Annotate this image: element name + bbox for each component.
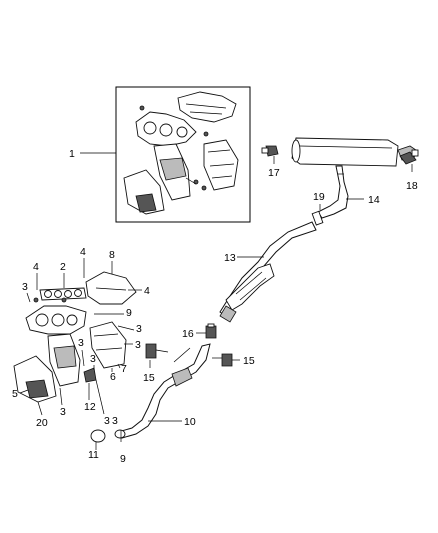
clamp-11 — [90, 429, 106, 443]
hanger-16 — [205, 323, 217, 339]
hanger-17 — [261, 145, 279, 157]
front-pipe-10 — [114, 343, 211, 439]
label-15-right: 15 — [243, 355, 255, 367]
label-10: 10 — [184, 416, 196, 428]
label-3-f: 3 — [104, 415, 110, 427]
label-9-top: 9 — [126, 307, 132, 319]
label-17: 17 — [268, 167, 280, 179]
hanger-18 — [399, 149, 419, 165]
label-3-c: 3 — [135, 339, 141, 351]
label-14: 14 — [368, 194, 380, 206]
label-4-left: 4 — [33, 261, 39, 273]
label-12: 12 — [84, 401, 96, 413]
pipe-14 — [317, 165, 349, 219]
label-4-top: 4 — [80, 246, 86, 258]
label-3-e: 3 — [90, 353, 96, 365]
label-15-left: 15 — [143, 372, 155, 384]
hanger-15-right — [212, 353, 233, 367]
label-13: 13 — [224, 252, 236, 264]
label-16: 16 — [182, 328, 194, 340]
label-3-d: 3 — [78, 337, 84, 349]
clamp-19 — [311, 210, 324, 226]
label-3-a: 3 — [22, 281, 28, 293]
exploded-manifold-group — [13, 271, 137, 403]
label-8: 8 — [109, 249, 115, 261]
resonator-pipe-13 — [219, 221, 317, 323]
label-9-bottom: 9 — [120, 453, 126, 465]
label-6: 6 — [110, 371, 116, 383]
label-7: 7 — [121, 363, 127, 375]
label-4-right: 4 — [144, 285, 150, 297]
hanger-15-left — [145, 343, 169, 359]
label-3-g: 3 — [60, 406, 66, 418]
label-2: 2 — [60, 261, 66, 273]
label-3-bottom: 3 — [112, 415, 118, 427]
inset-manifold-assembly — [115, 86, 251, 223]
label-20: 20 — [36, 417, 48, 429]
label-11: 11 — [88, 449, 99, 461]
label-19: 19 — [313, 191, 325, 203]
label-18: 18 — [406, 180, 418, 192]
label-3-b: 3 — [136, 323, 142, 335]
label-5: 5 — [12, 388, 18, 400]
rear-muffler — [291, 137, 417, 167]
label-1: 1 — [69, 148, 75, 160]
